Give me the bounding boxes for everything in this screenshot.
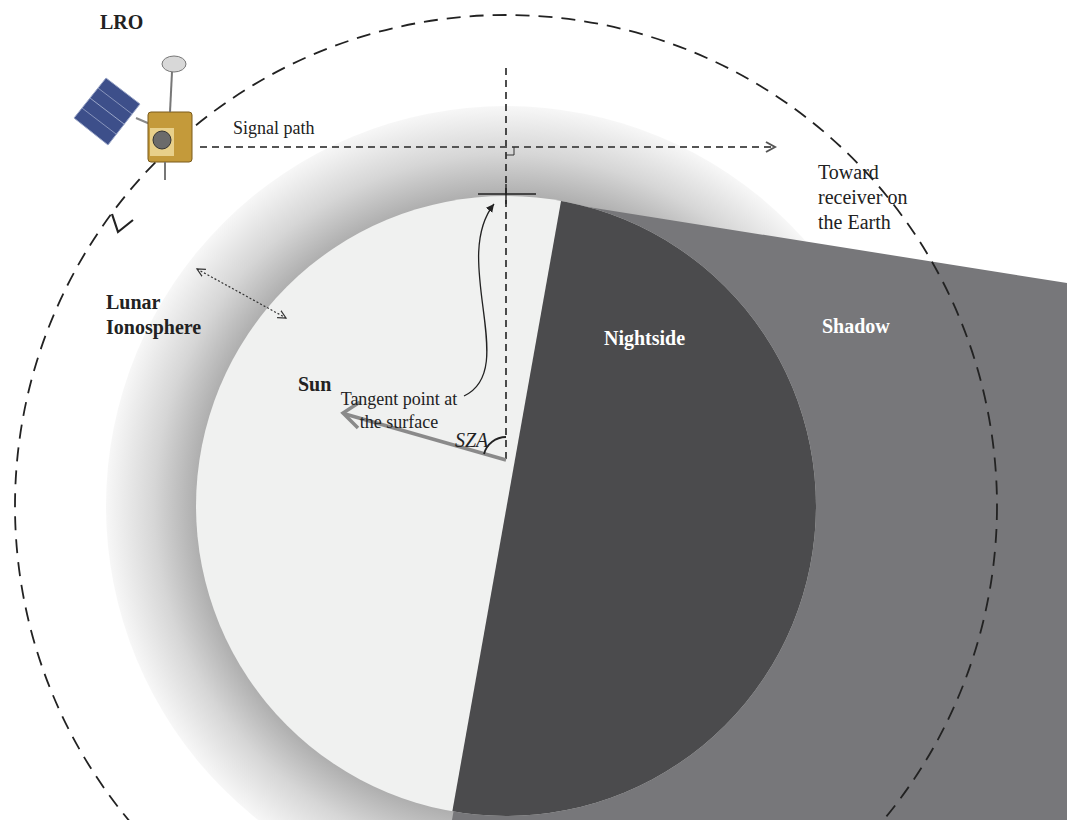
destination-label: Toward receiver on the Earth bbox=[818, 160, 936, 235]
tangent-mark bbox=[478, 193, 536, 194]
leader-line bbox=[464, 204, 494, 396]
lro-spacecraft bbox=[74, 56, 192, 180]
thickness-arrow bbox=[197, 269, 286, 318]
region-label: Lunar Ionosphere bbox=[106, 290, 224, 340]
orbit bbox=[15, 15, 997, 820]
region-label: Nightside bbox=[604, 326, 685, 351]
direction-label: Sun bbox=[298, 372, 331, 397]
tangent-mark bbox=[505, 184, 506, 204]
right-angle-mark bbox=[506, 147, 514, 155]
moon-nightside bbox=[449, 190, 900, 820]
region-label: Shadow bbox=[822, 314, 890, 339]
angle-label: SZA bbox=[455, 428, 488, 453]
orbit-direction bbox=[112, 214, 133, 232]
path-label: Signal path bbox=[233, 117, 315, 140]
signal-path bbox=[200, 146, 775, 148]
callout-label: Tangent point at the surface bbox=[328, 388, 470, 433]
spacecraft-name: LRO bbox=[100, 10, 143, 35]
reference-line bbox=[505, 68, 507, 460]
